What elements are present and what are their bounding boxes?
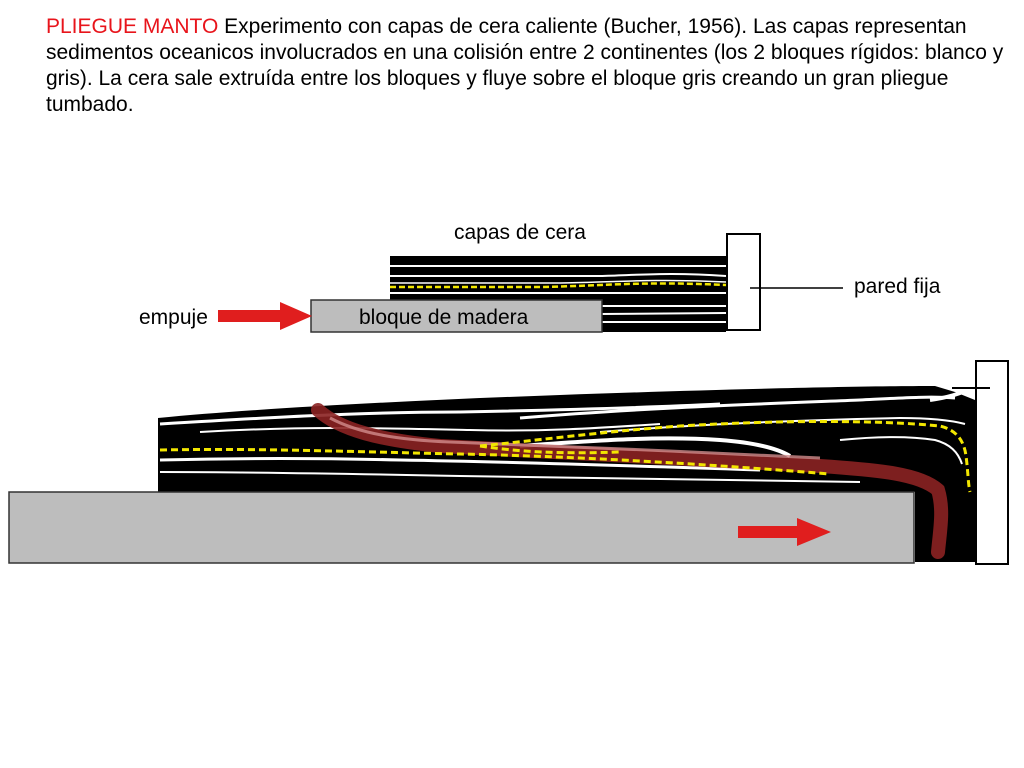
marker-layer-initial xyxy=(390,282,727,289)
label-fixed-wall: pared fija xyxy=(854,275,941,298)
movement-arrow-icon xyxy=(738,518,831,546)
deformed-result xyxy=(8,360,1009,565)
wax-stripe xyxy=(390,279,727,284)
wax-streak xyxy=(159,457,761,472)
label-push: empuje xyxy=(139,306,208,329)
initial-setup xyxy=(218,233,843,333)
wax-streak xyxy=(519,395,956,420)
wax-streak xyxy=(199,423,661,433)
wax-stripe xyxy=(599,312,727,315)
fixed-wall xyxy=(726,233,761,331)
label-wooden-block: bloque de madera xyxy=(359,306,529,329)
fold-highlight xyxy=(329,416,821,460)
wax-streak xyxy=(159,471,861,483)
push-arrow-icon xyxy=(218,302,312,330)
marker-layer-lower xyxy=(159,447,831,476)
wax-lower-stack xyxy=(600,300,726,332)
marker-layer-upper xyxy=(479,420,972,493)
initial-wax-layers xyxy=(390,256,727,332)
caption-title: PLIEGUE MANTO xyxy=(46,15,219,38)
wax-streak xyxy=(519,436,792,458)
wax-streak xyxy=(159,402,721,426)
caption-text: Experimento con capas de cera caliente (… xyxy=(46,15,1004,116)
label-wax-layers: capas de cera xyxy=(454,221,586,244)
recumbent-fold xyxy=(311,403,949,559)
wax-stripe xyxy=(390,272,727,277)
caption: PLIEGUE MANTO Experimento con capas de c… xyxy=(46,14,1006,118)
fixed-wall-lower xyxy=(975,360,1009,565)
marker-layer-fold-hinge xyxy=(479,444,621,455)
wax-streak xyxy=(839,436,963,465)
wax-streak xyxy=(929,386,973,402)
